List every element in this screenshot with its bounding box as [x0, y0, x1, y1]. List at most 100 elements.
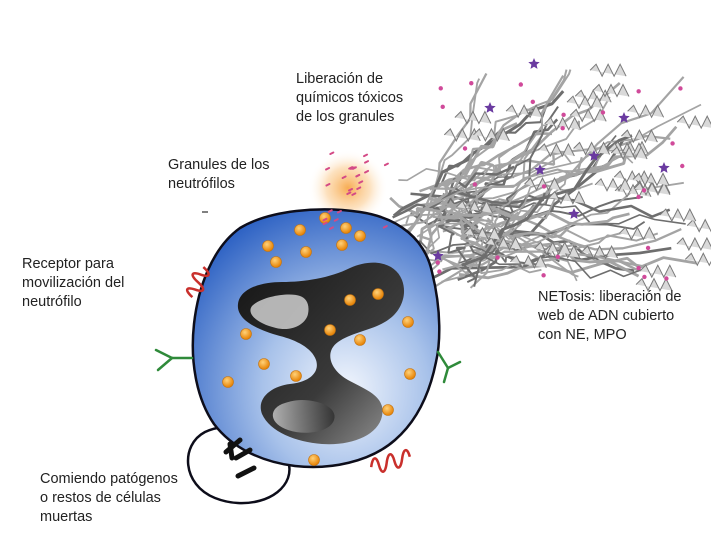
dna-ribbon — [610, 145, 648, 161]
elastase-dot — [636, 194, 641, 200]
dna-ribbon — [456, 199, 493, 215]
receptor-y-right — [436, 350, 462, 384]
chemical-particle — [349, 166, 355, 170]
label-line: Liberación de — [296, 71, 384, 87]
granule — [290, 370, 302, 382]
label-line: muertas — [40, 509, 93, 525]
nucleus-lobe-highlight-lower — [272, 400, 335, 433]
granule — [336, 239, 348, 251]
label-line: web de ADN cubierto — [538, 308, 675, 324]
dna-strand — [458, 256, 697, 280]
dna-strand — [411, 211, 520, 286]
chemical-particle — [322, 221, 328, 226]
dna-ribbon — [573, 141, 611, 156]
dna-ribbon — [589, 63, 627, 78]
granule — [319, 212, 331, 224]
label-line: con NE, MPO — [538, 327, 627, 343]
dna-ribbon — [619, 226, 656, 241]
granules — [222, 212, 416, 466]
chemical-particle — [327, 209, 333, 213]
elastase-dot — [541, 184, 547, 189]
dna-ribbon — [566, 95, 604, 110]
elastase-dot — [600, 110, 606, 115]
label-line: movilización del — [22, 275, 125, 291]
dna-ribbon — [639, 264, 677, 279]
chemical-particle — [363, 153, 369, 158]
chemical-particle — [351, 192, 357, 196]
dna-ribbon — [569, 108, 607, 123]
dna-ribbon — [443, 127, 481, 143]
label-line: Receptor para — [22, 256, 114, 272]
elastase-dot — [438, 86, 443, 91]
dna-ribbon — [538, 142, 575, 158]
chemical-particle — [333, 218, 339, 222]
chemical-particle — [346, 191, 352, 196]
elastase-dot — [636, 265, 641, 271]
dna-strand — [472, 251, 644, 279]
dna-strand — [424, 75, 565, 207]
elastase-dot — [670, 141, 675, 146]
chemical-particle — [355, 173, 361, 178]
label-netosis: NETosis: liberación de web de ADN cubier… — [538, 288, 681, 345]
dna-ribbon — [544, 116, 582, 131]
label-line: neutrófilo — [22, 294, 82, 310]
dna-strand — [392, 165, 515, 219]
elastase-dot — [469, 81, 474, 86]
dna-strand — [465, 225, 571, 247]
dna-ribbon — [621, 128, 658, 144]
granule — [404, 368, 416, 380]
receptor-coil-left — [185, 266, 210, 299]
dna-ribbon — [592, 83, 630, 98]
pathogen-rod — [233, 447, 253, 461]
chemical-particle — [364, 169, 370, 174]
dna-ribbon — [676, 114, 711, 130]
receptor-coil-bottom — [369, 448, 412, 473]
dna-ribbon — [632, 172, 670, 187]
dna-strand — [392, 90, 565, 217]
dna-strand — [420, 78, 481, 260]
elastase-dot — [680, 163, 685, 169]
dna-strand — [438, 163, 503, 209]
chemical-particle — [329, 151, 335, 156]
label-line: neutrófilos — [168, 176, 235, 192]
mpo-star — [658, 162, 670, 173]
pathogen-rod — [227, 441, 235, 461]
granule — [300, 246, 312, 258]
granule — [354, 334, 366, 346]
label-line: o restos de células — [40, 490, 161, 506]
chemical-particle — [336, 210, 342, 214]
ingested-pathogens — [223, 437, 257, 479]
chemical-particle — [348, 188, 354, 192]
elastase-dot — [462, 146, 468, 151]
mpo-star — [534, 164, 546, 175]
dna-web — [389, 58, 711, 292]
dna-strand — [469, 96, 611, 187]
dna-strand — [438, 224, 477, 284]
elastase-dot — [435, 260, 440, 265]
dna-ribbon — [594, 177, 632, 192]
dna-ribbon — [534, 241, 572, 256]
label-line: Comiendo patógenos — [40, 471, 178, 487]
elastase-dot — [641, 188, 647, 193]
dna-ribbon — [505, 104, 543, 119]
dna-strand — [399, 246, 672, 284]
dna-ribbon — [659, 207, 697, 223]
dna-ribbon — [581, 244, 619, 260]
granule — [340, 222, 352, 234]
chemical-particle — [356, 186, 362, 190]
chemical-particle — [325, 183, 331, 187]
mpo-star — [528, 58, 540, 69]
mpo-star — [618, 112, 630, 123]
granule — [344, 294, 356, 306]
granule — [372, 288, 384, 300]
dna-ribbon — [548, 190, 586, 205]
granule — [382, 404, 394, 416]
granule — [258, 358, 270, 370]
dna-ribbon — [510, 254, 547, 269]
dna-ribbon — [454, 110, 492, 125]
dna-strand — [440, 214, 640, 278]
label-chemical-release: Liberación de químicos tóxicos de los gr… — [296, 70, 403, 127]
elastase-dot — [518, 82, 524, 87]
dna-ribbon — [684, 252, 711, 267]
